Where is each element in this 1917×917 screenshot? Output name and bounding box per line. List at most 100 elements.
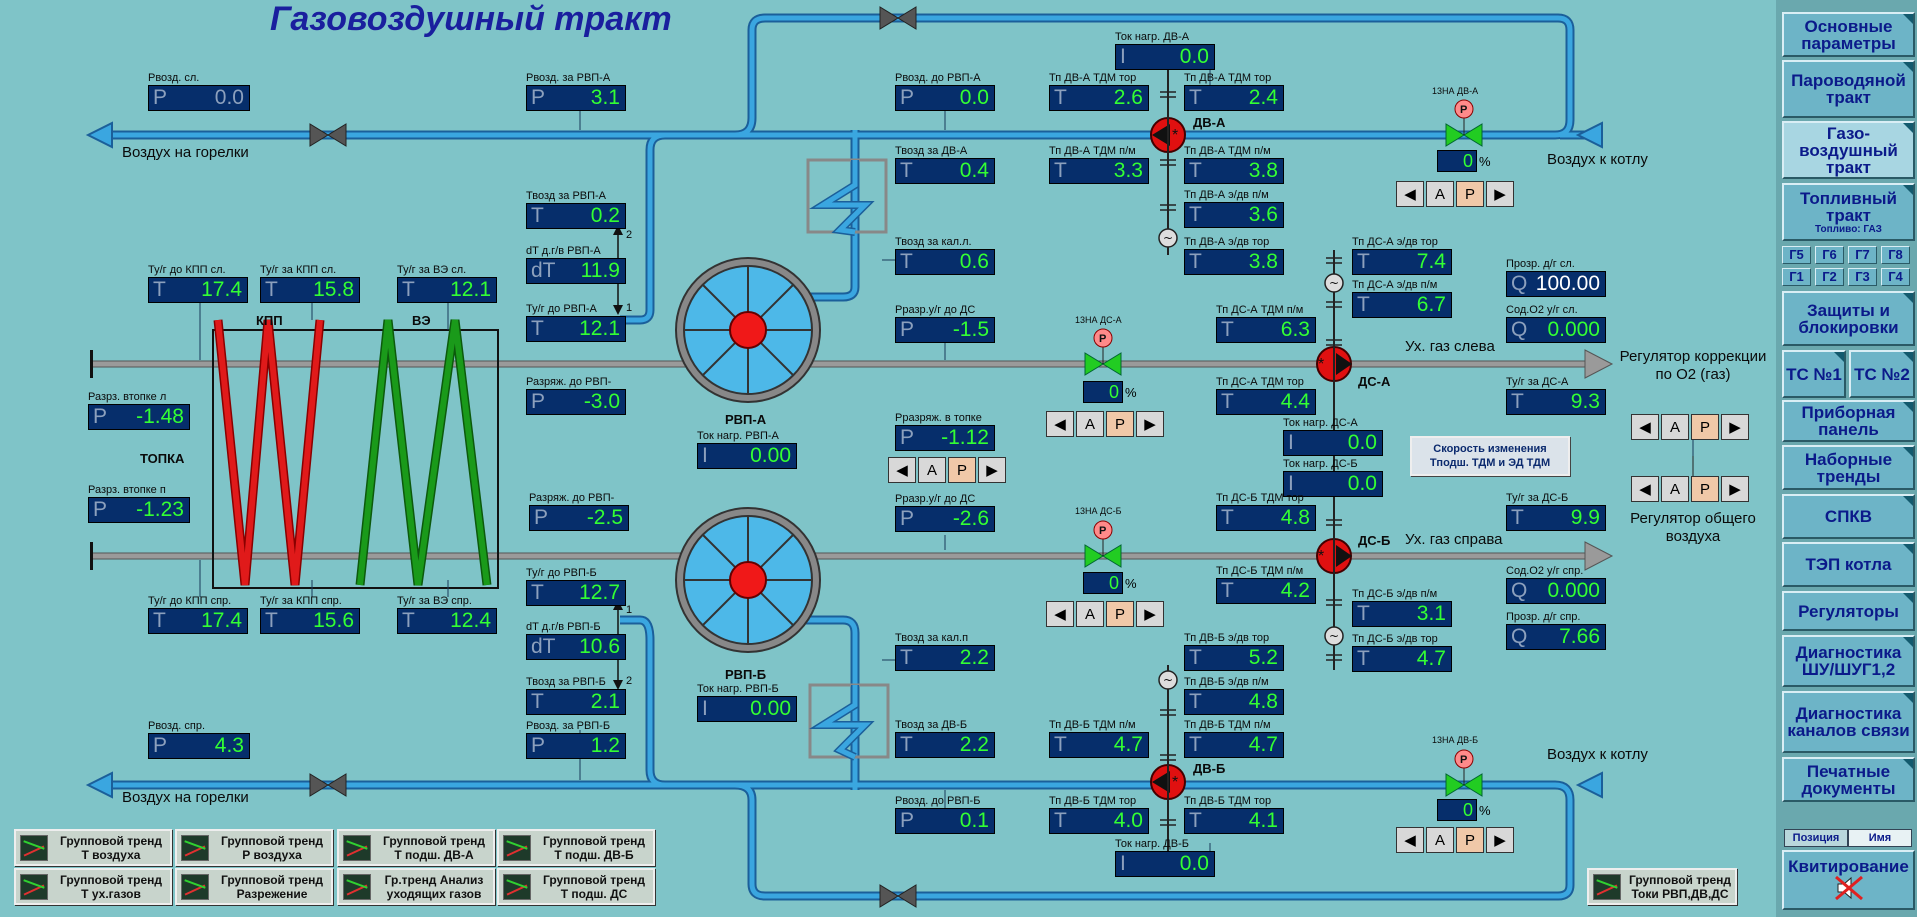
ctrl-left-button[interactable]: ◀ [1046,601,1074,627]
burner-button[interactable]: Г8 [1881,246,1910,264]
meter-rrazr-v-topke[interactable]: Р-1.12 [895,425,995,451]
nav-diag-shu[interactable]: Диагностика ШУ/ШУГ1,2 [1782,635,1915,687]
nav-gas-air[interactable]: Газо-воздушный тракт [1782,121,1915,179]
nav-protections[interactable]: Защиты и блокировки [1782,291,1915,346]
ctrl-left-button[interactable]: ◀ [888,457,916,483]
ctrl-manual-button[interactable]: Р [948,457,976,483]
burner-button[interactable]: Г3 [1848,268,1877,286]
nav-print-docs[interactable]: Печатные документы [1782,757,1915,802]
ctrl-left-button[interactable]: ◀ [1631,476,1659,502]
ctrl-left-button[interactable]: ◀ [1396,827,1424,853]
burner-button[interactable]: Г7 [1848,246,1877,264]
ctrl-right-button[interactable]: ▶ [1486,181,1514,207]
ctrl-manual-button[interactable]: Р [1106,601,1134,627]
burner-button[interactable]: Г4 [1881,268,1910,286]
ctrl-auto-button[interactable]: А [1076,411,1104,437]
nav-main-params[interactable]: Основные параметры [1782,12,1915,57]
meter-razr-vtopke-p[interactable]: Р-1.23 [88,497,190,523]
nav-custom-trends[interactable]: Наборные тренды [1782,445,1915,490]
ctrl-auto-button[interactable]: А [1661,414,1689,440]
ctrl-auto-button[interactable]: А [918,457,946,483]
ctrl-auto-button[interactable]: А [1426,181,1454,207]
burner-button[interactable]: Г6 [1815,246,1844,264]
nav-instrument-panel[interactable]: Приборная панель [1782,400,1915,442]
nav-tep[interactable]: ТЭП котла [1782,542,1915,587]
burner-button[interactable]: Г1 [1782,268,1811,286]
tab-name[interactable]: Имя [1848,829,1912,847]
ctrl-right-button[interactable]: ▶ [1136,411,1164,437]
ctrl-manual-button[interactable]: Р [1456,827,1484,853]
speed-change-button[interactable]: Скорость изменения Тподш. ТДМ и ЭД ТДМ [1410,436,1570,476]
tab-position[interactable]: Позиция [1784,829,1848,847]
ctrl-manual-button[interactable]: Р [1456,181,1484,207]
nav-diag-channels[interactable]: Диагностика каналов связи [1782,691,1915,753]
nav-spkv[interactable]: СПКВ [1782,494,1915,539]
ctrl-right-button[interactable]: ▶ [1486,827,1514,853]
meter-rrazr-do-ds-b[interactable]: Р-2.6 [895,506,995,532]
ctrl-right-button[interactable]: ▶ [978,457,1006,483]
nav-steam-water[interactable]: Пароводяной тракт [1782,60,1915,118]
ctrl-manual-button[interactable]: Р [1106,411,1134,437]
ctrl-auto-button[interactable]: А [1076,601,1104,627]
nav-acknowledge[interactable]: Квитирование [1782,850,1915,910]
burner-button[interactable]: Г2 [1815,268,1844,286]
nav-regulators[interactable]: Регуляторы [1782,591,1915,631]
ctrl-right-button[interactable]: ▶ [1136,601,1164,627]
ctrl-left-button[interactable]: ◀ [1046,411,1074,437]
meter-razr-do-rvp-b[interactable]: Р-2.5 [529,505,629,531]
ctrl-manual-button[interactable]: Р [1691,414,1719,440]
